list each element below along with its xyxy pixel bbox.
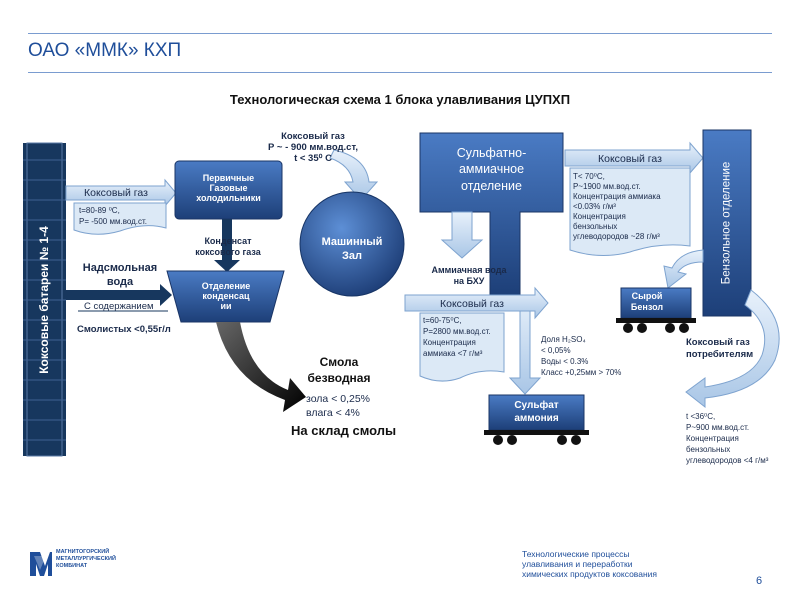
condensate-dept-box: [166, 270, 285, 323]
tar-spec-ash: зола < 0,25%: [306, 393, 371, 405]
primary-coolers-label-2: Газовые: [209, 183, 248, 193]
footer-caption: Технологические процессы улавливания и п…: [522, 549, 657, 580]
logo-line-1: МАГНИТОГОРСКИЙ: [56, 549, 110, 555]
primary-coolers-label-3: холодильники: [196, 193, 261, 203]
sulfate-spec-2: < 0,05%: [541, 346, 571, 355]
sulfate-spec-3: Воды < 0.3%: [541, 357, 589, 366]
gas2-params-1: t=60-75⁰С,: [423, 316, 462, 325]
tar-anhydrous-label-2: безводная: [307, 371, 371, 385]
crude-benzene-label-2: Бензол: [630, 302, 664, 312]
sulfate-dept-label-1: Сульфатно-: [456, 146, 527, 160]
condensate-dept-label-3: ии: [220, 301, 232, 311]
gas3-params-5: Концентрация: [573, 212, 626, 221]
header-top-line: [28, 33, 772, 34]
tar-anhydrous-label-1: Смола: [319, 355, 359, 369]
benzene-dept-label: Бензольное отделение: [720, 161, 733, 285]
gas2-params-2: Р=2800 мм.вод.ст.: [423, 327, 491, 336]
tar-content-label: Смолистых <0,55г/л: [77, 324, 171, 335]
ammonia-water-arrow: [440, 211, 484, 259]
coolers-to-condensate-arrow: [214, 219, 240, 272]
machine-hall-circle: [299, 191, 405, 297]
supernatant-water-label-1: Надсмольная: [82, 262, 158, 274]
crude-benzene-box: [620, 287, 692, 319]
gas3-params-3: Концентрация аммиака: [573, 192, 661, 201]
inlet-gas-arrow: [329, 149, 379, 201]
ammonia-water-label-2: на БХУ: [453, 276, 485, 286]
page-number: 6: [756, 575, 763, 587]
primary-coolers-label-1: Первичные: [202, 173, 255, 183]
tar-spec-moisture: влага < 4%: [306, 407, 360, 419]
gas2-params-box: [419, 312, 505, 382]
sulfate-dept-label-3: отделение: [461, 179, 522, 193]
gas3-params-6: бензольных: [573, 222, 618, 231]
gas4-params-5: углеводородов <4 г/м³: [686, 456, 769, 465]
gas1-params-box: [73, 202, 167, 235]
header-bottom-line: [28, 72, 772, 73]
gas-consumers-arrow: [685, 289, 780, 409]
gas4-params-1: t <36⁰С,: [686, 412, 716, 421]
inlet-gas-label-1: Коксовый газ: [281, 131, 345, 142]
gas-consumers-label-1: Коксовый газ: [686, 337, 750, 348]
coke-batteries-label: Коксовые батареи № 1-4: [37, 226, 52, 374]
gas-arrow-1: [65, 178, 177, 208]
gas-label-3: Коксовый газ: [598, 153, 662, 165]
footer-caption-2: улавливания и переработки: [522, 559, 633, 570]
gas4-params-3: Концентрация: [686, 434, 739, 443]
logo-text: МАГНИТОГОРСКИЙ МЕТАЛЛУРГИЧЕСКИЙ КОМБИНАТ: [56, 549, 116, 570]
supernatant-water-label-2: вода: [106, 276, 134, 288]
ammonium-sulfate-label-2: аммония: [514, 413, 559, 424]
content-label: С содержанием: [84, 301, 154, 312]
gas-arrow-2: [404, 286, 549, 320]
condensate-label-2: коксового газа: [195, 247, 261, 257]
sulfate-spec-4: Класс +0,25мм > 70%: [541, 368, 622, 377]
gas3-params-2: Р~1900 мм.вод.ст.: [573, 182, 641, 191]
gas1-params-2: Р= -500 мм.вод.ст.: [79, 217, 148, 226]
diagram-title: Технологическая схема 1 блока улавливани…: [229, 92, 571, 107]
condensate-dept-label-2: конденсац: [202, 291, 250, 301]
logo-line-2: МЕТАЛЛУРГИЧЕСКИЙ: [56, 555, 116, 562]
tar-flow-arrow: [216, 322, 306, 412]
sulfate-spec-1: Доля Н₂SO₄: [541, 335, 586, 344]
machine-hall-label-1: Машинный: [321, 236, 383, 248]
gas4-params-4: бензольных: [686, 445, 731, 454]
ammonium-sulfate-label-1: Сульфат: [514, 400, 559, 411]
machine-hall-label-2: Зал: [342, 250, 362, 262]
condensate-label-1: Конденсат: [204, 236, 252, 246]
supernatant-water-arrow: [66, 284, 172, 306]
gas2-params-3: Концентрация: [423, 338, 476, 347]
mmk-logo-icon: [30, 552, 52, 576]
gas3-params-7: углеводородов ~28 г/м³: [573, 232, 660, 241]
sulfate-dept-label-2: аммиачное: [458, 162, 525, 176]
tar-storage-label: На склад смолы: [291, 423, 397, 438]
footer-caption-1: Технологические процессы: [522, 549, 630, 559]
gas-label-1: Коксовый газ: [84, 187, 148, 199]
ammonium-sulfate-box: [488, 394, 585, 431]
gas4-params-2: Р~900 мм.вод.ст.: [686, 423, 750, 432]
to-crude-benzene-arrow: [663, 249, 704, 289]
gas3-params-1: Т< 70⁰С,: [573, 172, 605, 181]
gas-label-2: Коксовый газ: [440, 298, 504, 310]
ammonia-water-label-1: Аммиачная вода: [431, 265, 507, 275]
gas1-params-1: t=80-89 ⁰С,: [79, 206, 120, 215]
gas2-params-4: аммиака <7 г/м³: [423, 349, 483, 358]
gas3-params-4: <0.03% г/м³: [573, 202, 616, 211]
footer-caption-3: химических продуктов коксования: [522, 569, 657, 580]
inlet-gas-label-2: Р ~ - 900 мм.вод.ст,: [267, 142, 359, 153]
crude-benzene-label-1: Сырой: [631, 291, 663, 301]
coke-batteries-block: [23, 142, 66, 457]
gas-arrow-3: [564, 141, 704, 175]
benzene-dept-box: [702, 129, 752, 317]
condensate-dept-label-1: Отделение: [201, 281, 251, 291]
inlet-gas-label-3: t < 35⁰ С: [294, 153, 332, 164]
logo-line-3: КОМБИНАТ: [56, 562, 88, 569]
gas3-params-box: [569, 167, 691, 256]
gas-consumers-label-2: потребителям: [686, 349, 754, 360]
page-title: ОАО «ММК» КХП: [28, 40, 182, 61]
